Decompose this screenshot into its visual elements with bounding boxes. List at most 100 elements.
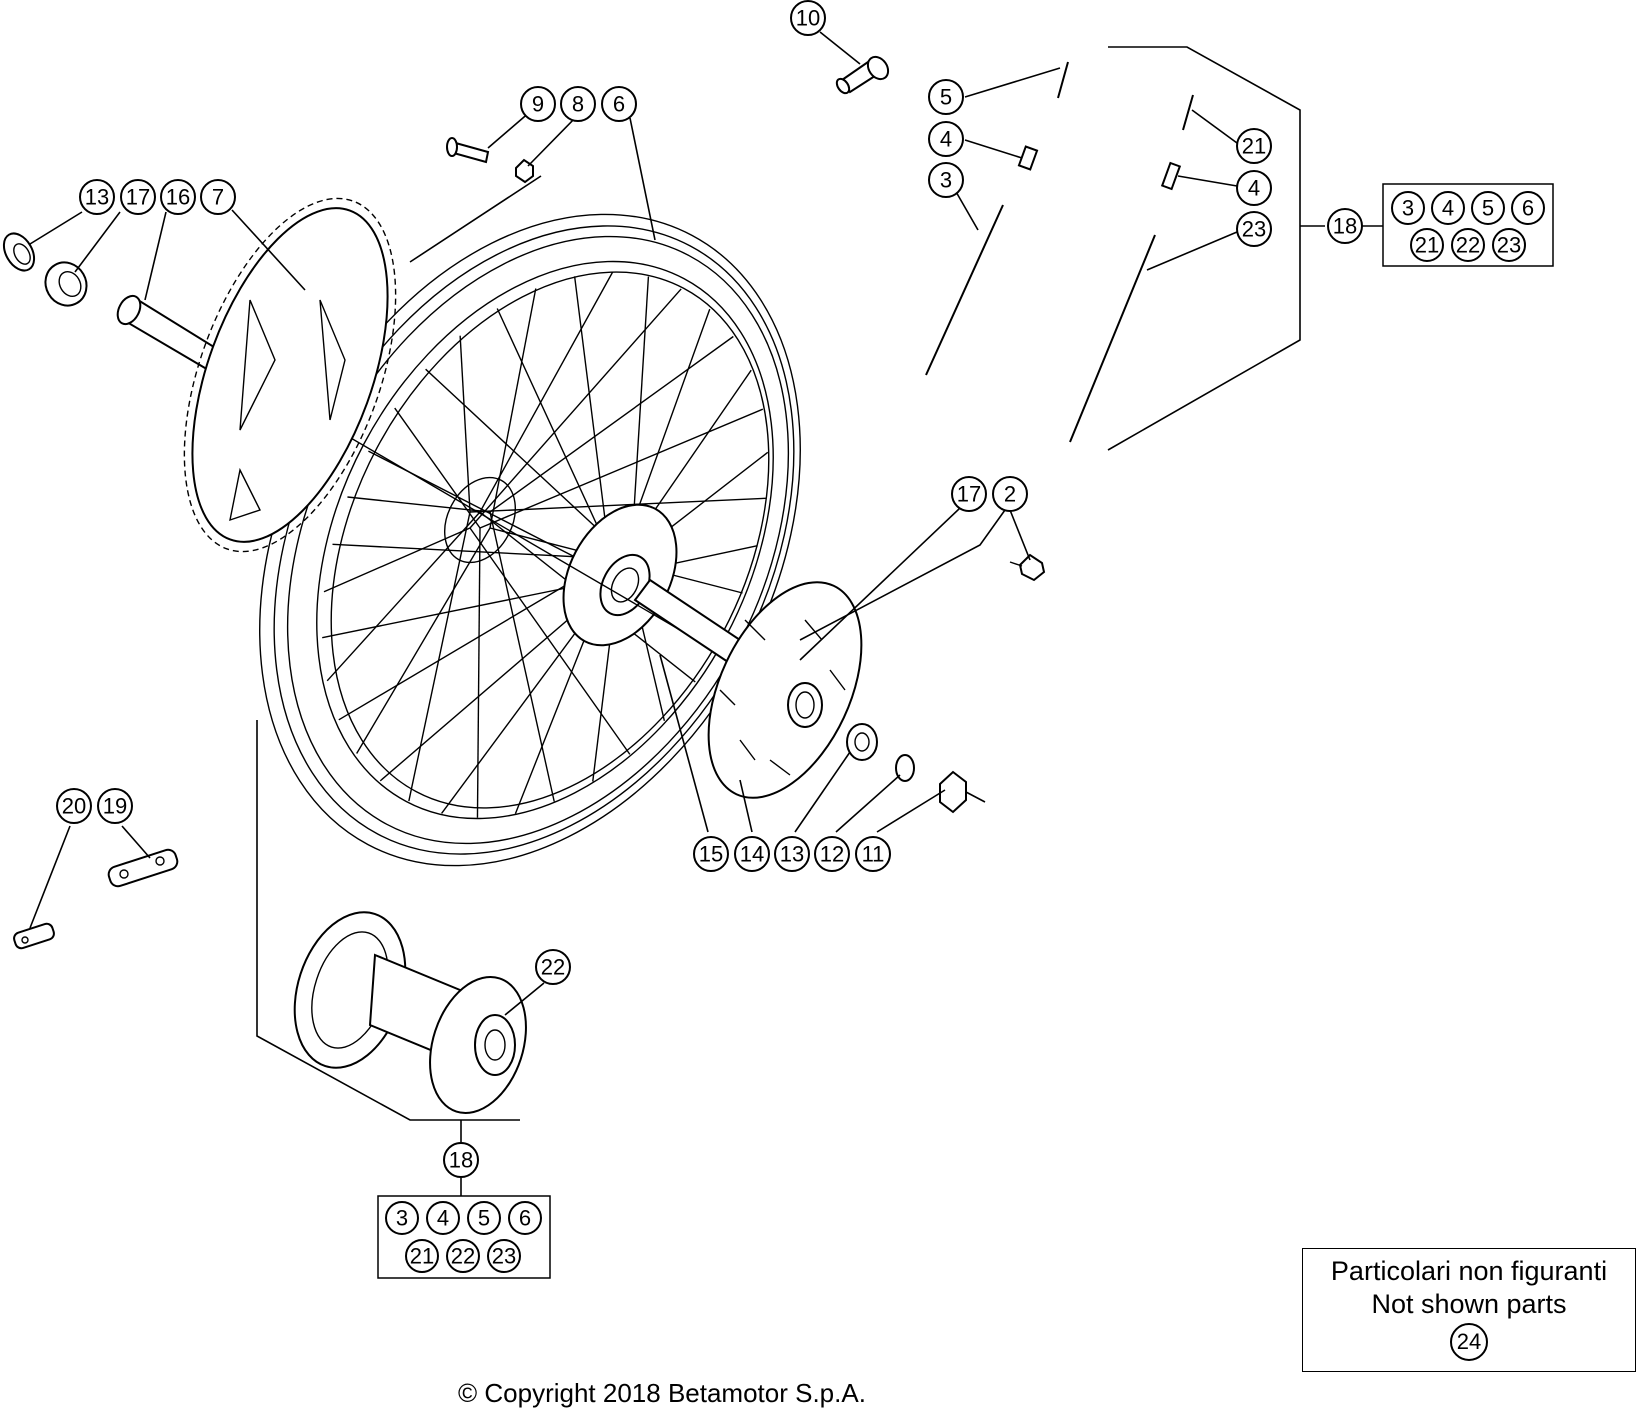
- callout-18-top: 18: [1327, 208, 1363, 244]
- kit-bottom-item: 22: [446, 1239, 480, 1273]
- svg-text:3: 3: [396, 1206, 408, 1231]
- svg-text:9: 9: [532, 92, 544, 117]
- disc-bolt: [1009, 553, 1046, 582]
- callout-3: 3: [928, 162, 964, 198]
- kit-bottom-item: 4: [426, 1201, 460, 1235]
- svg-text:3: 3: [940, 168, 952, 193]
- left-bearing: [44, 261, 88, 307]
- callout-22: 22: [535, 949, 571, 985]
- spoke: [332, 543, 621, 560]
- spoke: [489, 511, 555, 802]
- callout-2: 2: [992, 476, 1028, 512]
- spoke: [469, 497, 767, 513]
- callout-19: 19: [97, 788, 133, 824]
- callout-7: 7: [200, 179, 236, 215]
- kit-top-item: 22: [1451, 228, 1485, 262]
- svg-text:4: 4: [1248, 176, 1260, 201]
- wheel-hub: [444, 476, 678, 647]
- tire-valve: [835, 55, 890, 95]
- kit-bottom-item: 23: [487, 1239, 521, 1273]
- svg-text:6: 6: [1522, 196, 1534, 221]
- svg-text:15: 15: [699, 842, 723, 867]
- svg-text:22: 22: [541, 955, 565, 980]
- left-spacer: [2, 232, 36, 272]
- kit-bottom-item: 21: [405, 1239, 439, 1273]
- callout-5: 5: [928, 79, 964, 115]
- kit-top-item: 6: [1511, 191, 1545, 225]
- kit-top-item: 4: [1431, 191, 1465, 225]
- callout-17-right: 17: [951, 476, 987, 512]
- note-part-number: 24: [1450, 1323, 1488, 1361]
- kit-top-item: 23: [1492, 228, 1526, 262]
- axle-nut: [939, 770, 986, 814]
- svg-text:5: 5: [478, 1206, 490, 1231]
- svg-text:8: 8: [572, 92, 584, 117]
- svg-text:10: 10: [796, 6, 820, 31]
- copyright-notice: © Copyright 2018 Betamotor S.p.A.: [458, 1378, 866, 1408]
- callout-13-right: 13: [774, 836, 810, 872]
- svg-text:17: 17: [126, 185, 150, 210]
- callout-11: 11: [855, 836, 891, 872]
- svg-text:11: 11: [862, 842, 885, 867]
- chain-link: [107, 848, 179, 888]
- kit-bottom-item: 3: [385, 1201, 419, 1235]
- svg-text:20: 20: [62, 794, 86, 819]
- callout-18-bottom: 18: [443, 1142, 479, 1178]
- note-italian: Particolari non figuranti: [1330, 1256, 1608, 1286]
- svg-text:21: 21: [410, 1244, 434, 1269]
- spoke: [326, 511, 481, 682]
- spoke: [356, 527, 491, 754]
- svg-text:23: 23: [1497, 233, 1521, 258]
- sprocket: [183, 197, 397, 553]
- svg-text:22: 22: [451, 1244, 475, 1269]
- brake-disc: [707, 581, 863, 799]
- callout-13-left: 13: [79, 179, 115, 215]
- svg-text:14: 14: [740, 842, 764, 867]
- kit-bottom-item: 6: [508, 1201, 542, 1235]
- spoke: [489, 288, 537, 529]
- callout-8: 8: [560, 86, 596, 122]
- svg-text:13: 13: [85, 185, 109, 210]
- svg-text:6: 6: [519, 1206, 531, 1231]
- kit-box-top: 3 4 5 6 21 22 23: [1382, 183, 1554, 267]
- spoke-parts: [925, 61, 1194, 443]
- svg-text:12: 12: [820, 842, 844, 867]
- svg-text:2: 2: [1004, 482, 1016, 507]
- spoke: [489, 335, 734, 513]
- svg-text:21: 21: [1242, 134, 1266, 159]
- svg-text:4: 4: [1442, 196, 1454, 221]
- callout-10: 10: [790, 0, 826, 36]
- svg-text:6: 6: [613, 92, 625, 117]
- svg-text:16: 16: [166, 185, 190, 210]
- svg-text:5: 5: [940, 85, 952, 110]
- callout-14: 14: [734, 836, 770, 872]
- svg-text:7: 7: [212, 185, 224, 210]
- svg-text:23: 23: [492, 1244, 516, 1269]
- svg-text:22: 22: [1456, 233, 1480, 258]
- svg-text:19: 19: [103, 794, 127, 819]
- callout-4-left: 4: [928, 121, 964, 157]
- callout-20: 20: [56, 788, 92, 824]
- spoke: [469, 288, 682, 529]
- svg-text:18: 18: [449, 1148, 473, 1173]
- spoke: [323, 527, 471, 593]
- kit-top-item: 3: [1391, 191, 1425, 225]
- svg-text:21: 21: [1415, 233, 1439, 258]
- callout-17-left: 17: [120, 179, 156, 215]
- right-spacer: [846, 723, 878, 761]
- not-shown-parts-note: Particolari non figuranti Not shown part…: [1302, 1248, 1636, 1372]
- svg-text:4: 4: [437, 1206, 449, 1231]
- spoke: [408, 511, 471, 802]
- spoke: [573, 276, 611, 560]
- svg-text:18: 18: [1333, 214, 1357, 239]
- spoke: [476, 527, 481, 818]
- callout-4-right: 4: [1236, 170, 1272, 206]
- svg-text:3: 3: [1402, 196, 1414, 221]
- callout-9: 9: [520, 86, 556, 122]
- spoke: [394, 407, 481, 529]
- right-washer: [895, 754, 915, 782]
- kit-top-item: 21: [1410, 228, 1444, 262]
- callout-15: 15: [693, 836, 729, 872]
- callout-16: 16: [160, 179, 196, 215]
